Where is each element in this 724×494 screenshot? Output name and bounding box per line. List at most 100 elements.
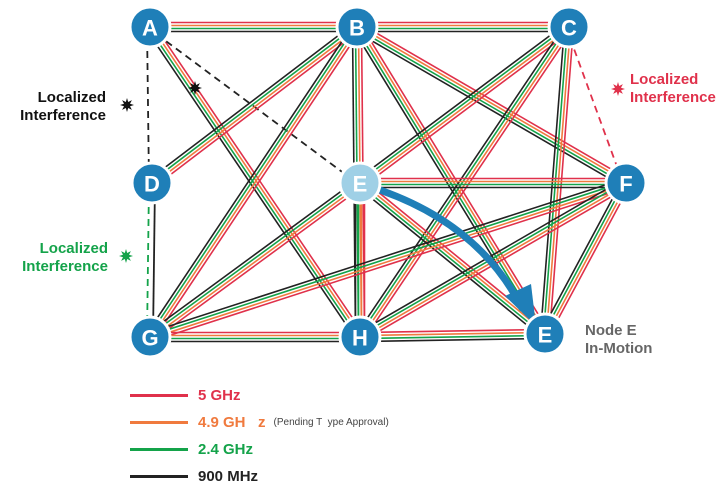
link-b-c	[357, 21, 569, 33]
band-line	[148, 177, 625, 334]
interference-green-line-1: Localized	[39, 240, 108, 257]
node-label: G	[141, 326, 158, 351]
band-line	[540, 180, 623, 333]
legend-label-5ghz: 5 GHz	[198, 387, 241, 404]
link-b-f	[354, 22, 629, 188]
link-c-e0	[356, 22, 573, 188]
node-label: C	[561, 16, 577, 41]
band-line	[360, 334, 546, 340]
band-line	[145, 24, 354, 335]
interference-green-line-2: Interference	[22, 258, 108, 275]
node-circle	[128, 315, 172, 359]
degraded-band-line	[565, 26, 624, 184]
band-line	[145, 29, 357, 340]
node-e1: E	[523, 312, 567, 356]
band-line	[357, 25, 628, 183]
node-circle	[338, 161, 382, 205]
band-line	[354, 30, 625, 188]
band-line	[355, 24, 566, 335]
band-line	[150, 183, 362, 339]
band-line	[360, 27, 571, 339]
legend-label-24ghz: 2.4 GHz	[198, 441, 254, 458]
degraded-band-line	[146, 26, 150, 184]
band-line	[356, 22, 567, 181]
band-line	[545, 27, 572, 335]
band-line	[357, 25, 547, 334]
legend-note-49ghz: (Pending T ype Approval)	[273, 417, 389, 428]
band-line	[360, 181, 547, 334]
band-line	[357, 178, 625, 334]
legend-label-49ghz: 4.9 GH z	[198, 414, 266, 431]
link-f-g	[148, 177, 628, 343]
legend-swatch-900mhz	[130, 475, 188, 478]
link-e0-f	[360, 177, 626, 189]
interference-burst-icon	[119, 249, 133, 263]
band-line	[150, 27, 359, 339]
interference-black-line-2: Interference	[20, 107, 106, 124]
motion-arrow-layer	[376, 186, 536, 326]
band-line	[151, 186, 628, 343]
link-b-g	[145, 24, 362, 340]
band-line	[154, 29, 361, 188]
node-circle	[604, 161, 648, 205]
link-b-d	[148, 22, 361, 188]
link-c-f	[565, 26, 624, 184]
interference-burst-icon	[120, 98, 134, 112]
band-line	[360, 337, 546, 343]
degraded-band-line	[146, 26, 358, 184]
band-line	[149, 180, 626, 337]
link-d-g	[146, 182, 156, 338]
degraded-band-line	[146, 182, 150, 338]
node-circle	[128, 5, 172, 49]
node-a: A	[128, 5, 172, 49]
band-line	[150, 183, 627, 340]
band-line	[355, 27, 626, 185]
link-e0-g	[146, 178, 364, 342]
node-label: H	[352, 326, 368, 351]
node-label: E	[353, 172, 368, 197]
band-line	[358, 25, 569, 183]
band-line	[359, 328, 545, 334]
interference-label-red: Localized Interference	[630, 71, 720, 107]
legend-item-49ghz: 4.9 GH z (Pending T ype Approval)	[130, 409, 389, 436]
band-line	[360, 27, 571, 185]
band-line	[148, 25, 357, 337]
node-e-motion-line-1: Node E	[585, 322, 637, 339]
node-e0: E	[338, 161, 382, 205]
node-d: D	[130, 161, 174, 205]
node-circle	[335, 5, 379, 49]
legend-item-24ghz: 2.4 GHz	[130, 436, 389, 463]
node-b: B	[335, 5, 379, 49]
band-line	[542, 26, 569, 334]
motion-arrow-head	[505, 284, 536, 326]
interference-burst-icon	[188, 81, 202, 95]
legend-label-900mhz: 900 MHz	[198, 468, 259, 485]
node-label: A	[142, 16, 158, 41]
band-line	[146, 178, 358, 335]
band-line	[153, 29, 362, 340]
node-circle	[338, 315, 382, 359]
band-line	[545, 183, 629, 336]
link-e0-h	[354, 183, 366, 337]
frequency-legend: 5 GHz 4.9 GH z (Pending T ype Approval) …	[130, 382, 389, 490]
interference-label-black: Localized Interference	[18, 89, 106, 125]
interference-burst-icon	[611, 82, 625, 96]
interference-bursts-layer	[119, 81, 625, 263]
remaining-band-line	[152, 182, 156, 338]
legend-swatch-49ghz	[130, 421, 188, 424]
band-line	[358, 22, 629, 180]
node-c: C	[547, 5, 591, 49]
band-line	[539, 26, 566, 334]
link-h-e1	[359, 328, 546, 343]
legend-item-900mhz: 900 MHz	[130, 463, 389, 490]
node-circle	[547, 5, 591, 49]
node-g: G	[128, 315, 172, 359]
link-g-h	[150, 331, 360, 343]
band-line	[548, 184, 631, 337]
interference-label-green: Localized Interference	[14, 240, 108, 276]
links-layer	[145, 21, 631, 343]
link-a-e0	[146, 26, 358, 184]
node-label: D	[144, 172, 160, 197]
band-line	[358, 183, 545, 336]
